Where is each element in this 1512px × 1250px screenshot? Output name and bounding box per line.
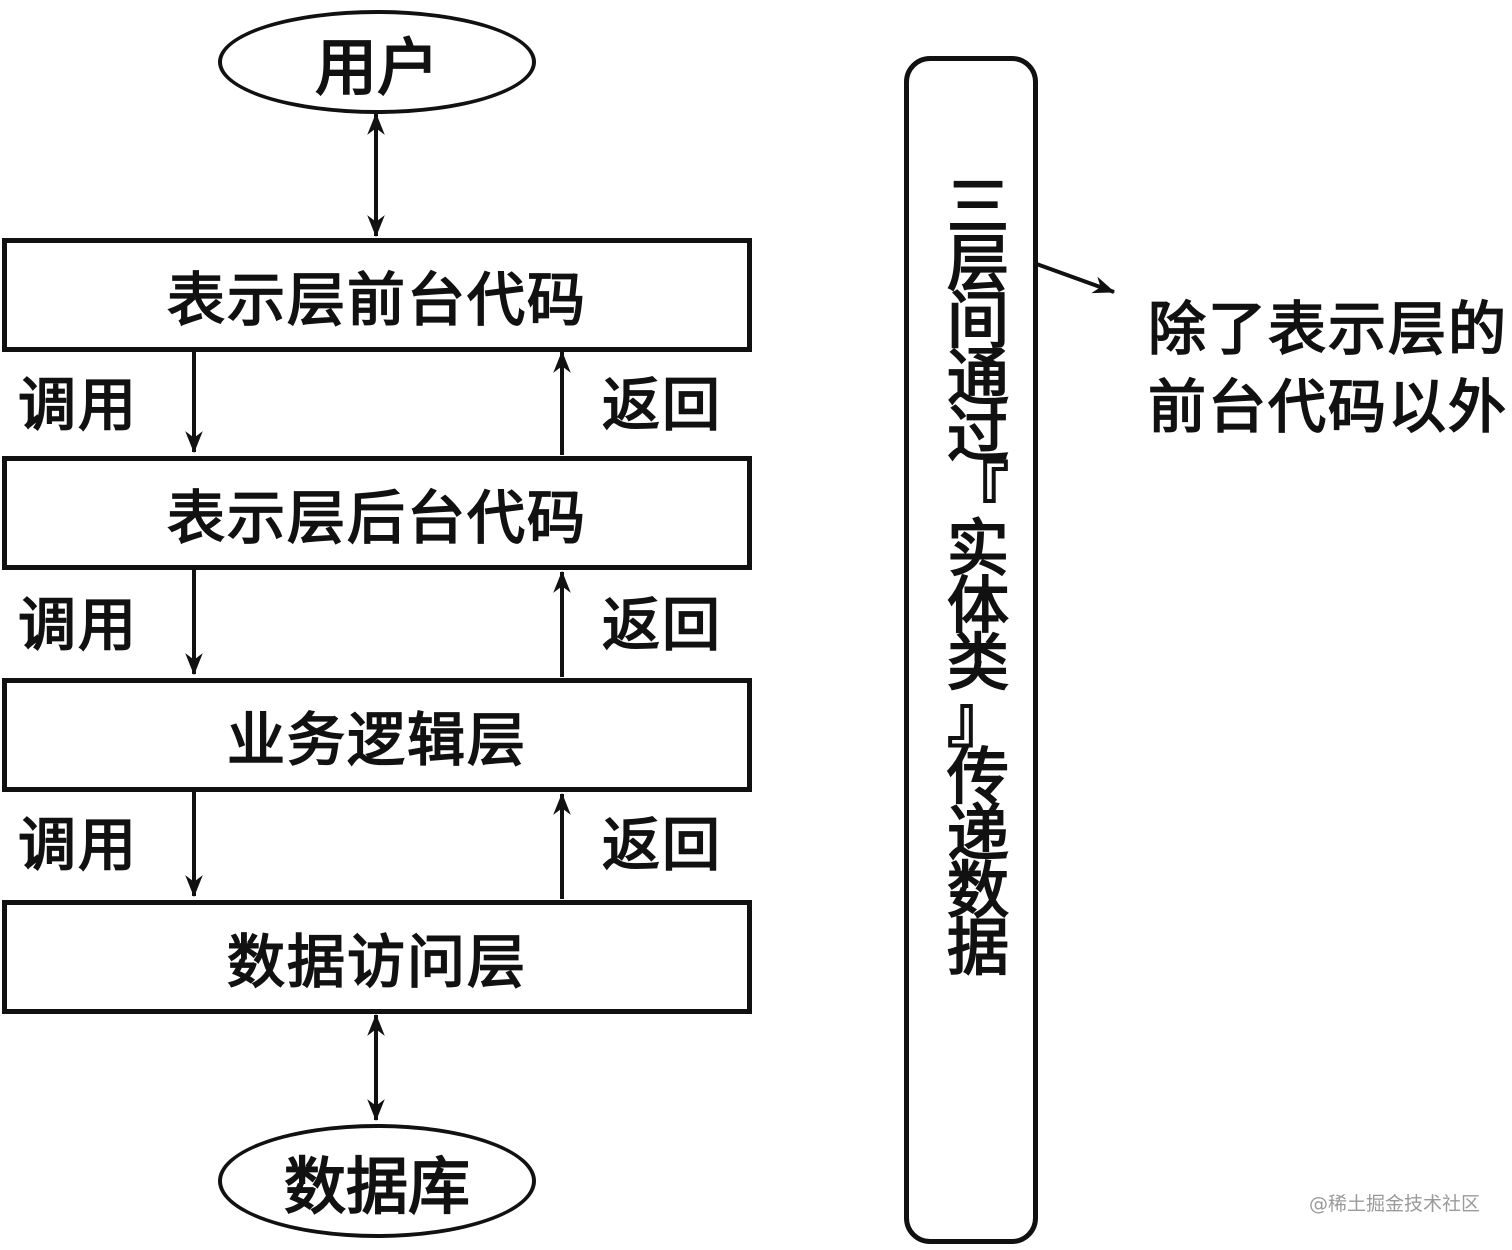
panel-char: 体 xyxy=(946,569,1009,642)
panel-char: 通 xyxy=(946,341,1009,414)
presentation-back-label: 表示层后台代码 xyxy=(166,484,587,552)
panel-char: 间 xyxy=(946,284,1009,357)
call-label-2: 调用 xyxy=(18,591,139,659)
panel-char: 』 xyxy=(946,683,1009,756)
business-logic-layer: 业务逻辑层 xyxy=(2,678,752,792)
panel-char: 实 xyxy=(946,512,1009,585)
panel-char: 过 xyxy=(946,398,1009,471)
panel-char: 递 xyxy=(946,797,1009,870)
panel-note: 除了表示层的 前台代码以外 xyxy=(1148,290,1508,446)
data-access-layer: 数据访问层 xyxy=(2,900,752,1014)
database-label: 数据库 xyxy=(283,1150,470,1223)
panel-char: 三 xyxy=(946,170,1009,243)
user-node: 用户 xyxy=(218,10,536,114)
user-label: 用户 xyxy=(314,31,439,104)
call-label-3: 调用 xyxy=(18,811,139,879)
return-label-3: 返回 xyxy=(602,811,723,879)
note-line-1: 除了表示层的 xyxy=(1148,295,1509,363)
panel-char: 传 xyxy=(946,740,1009,813)
return-label-2: 返回 xyxy=(602,591,723,659)
business-logic-label: 业务逻辑层 xyxy=(226,706,527,774)
presentation-front-layer: 表示层前台代码 xyxy=(2,238,752,352)
call-label-1: 调用 xyxy=(18,371,139,439)
entity-class-panel xyxy=(904,56,1038,1244)
watermark: @稀土掘金技术社区 xyxy=(1308,1193,1480,1215)
panel-char: 层 xyxy=(946,227,1009,300)
return-label-1: 返回 xyxy=(602,371,723,439)
panel-char: 类 xyxy=(946,626,1009,699)
panel-char: 据 xyxy=(946,911,1009,984)
data-access-label: 数据访问层 xyxy=(226,928,527,996)
presentation-back-layer: 表示层后台代码 xyxy=(2,456,752,570)
panel-char: 数 xyxy=(946,854,1009,927)
panel-char: 『 xyxy=(946,455,1009,528)
database-node: 数据库 xyxy=(218,1124,536,1238)
entity-class-vertical-text: 三 层 间 通 过 『 实 体 类 』 传 递 数 据 xyxy=(938,170,1018,984)
note-line-2: 前台代码以外 xyxy=(1148,373,1509,441)
presentation-front-label: 表示层前台代码 xyxy=(166,266,587,334)
